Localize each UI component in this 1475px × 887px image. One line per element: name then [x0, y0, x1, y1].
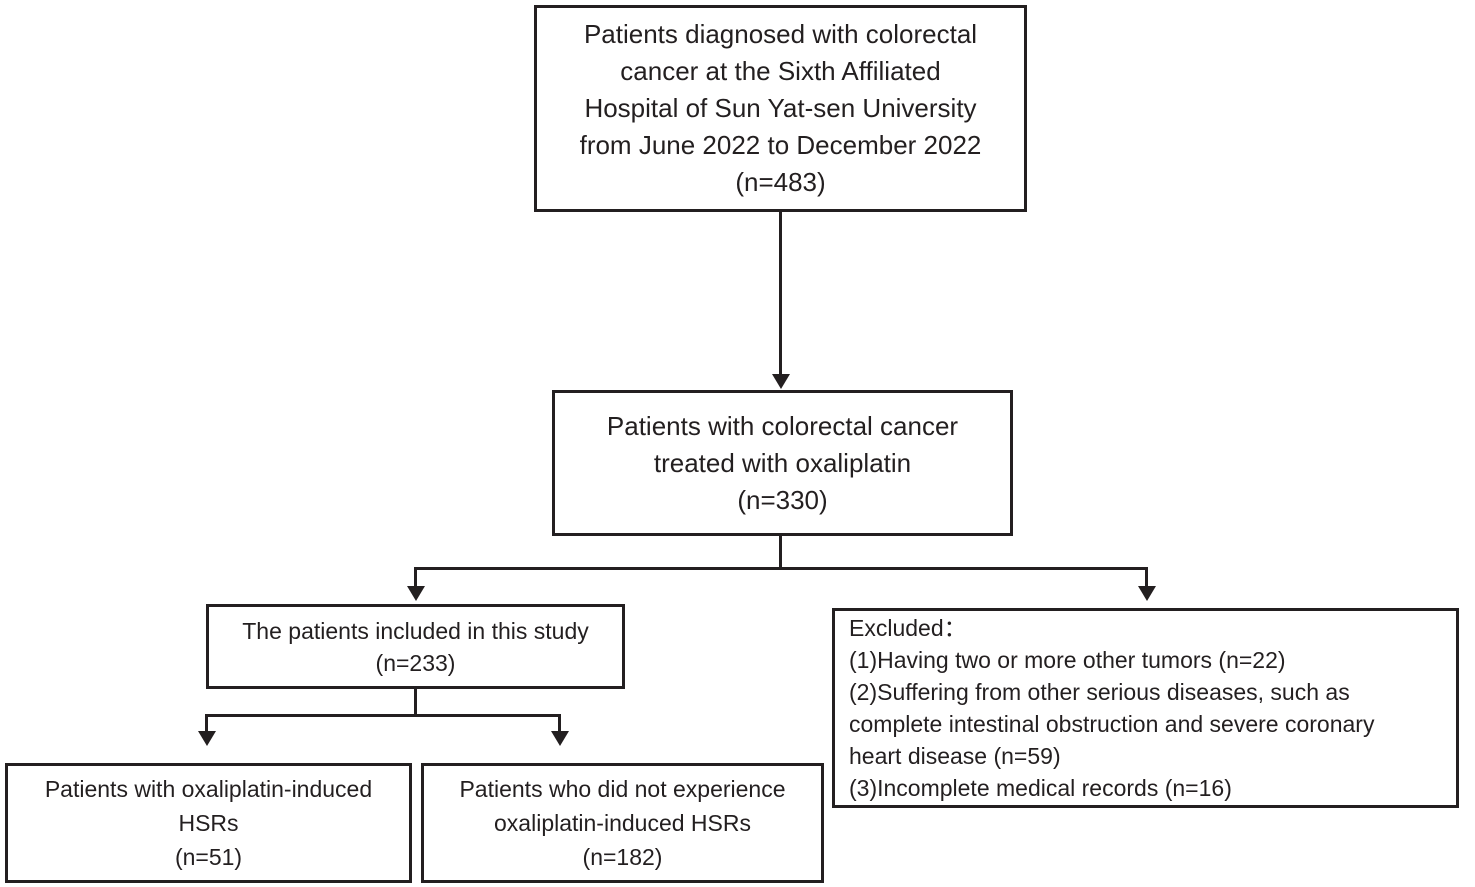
node-source-line-1: Patients diagnosed with colorectal	[583, 19, 978, 49]
node-excluded-reason-2a: (2)Suffering from other serious diseases…	[849, 679, 1350, 705]
node-excluded-reason-3: (3)Incomplete medical records (n=16)	[849, 775, 1232, 801]
node-treated-line-2: treated with oxaliplatin	[653, 447, 912, 478]
edge-included-to-hsr-yes-drop	[205, 714, 208, 734]
node-hsr-yes-count: (n=51)	[174, 844, 243, 870]
edge-included-to-hsr-yes-arrowhead-icon	[198, 731, 216, 746]
node-excluded-reason-2c: heart disease (n=59)	[849, 743, 1061, 769]
node-hsr-no-line-1: Patients who did not experience	[459, 776, 786, 802]
node-hsr-no-line-2: oxaliplatin-induced HSRs	[494, 810, 751, 836]
node-source-line-2: cancer at the Sixth Affiliated	[620, 56, 941, 86]
edge-treated-to-excluded-arrowhead-icon	[1138, 586, 1156, 601]
edge-source-to-treated-stem	[779, 212, 782, 376]
edge-treated-to-excluded-drop	[1145, 567, 1148, 589]
node-hsr-no-count: (n=182)	[582, 844, 663, 870]
edge-treated-split-bar	[414, 567, 1148, 570]
node-excluded-reason-1: (1)Having two or more other tumors (n=22…	[849, 647, 1286, 673]
node-included-in-study: The patients included in this study (n=2…	[206, 604, 625, 689]
node-source-line-3: Hospital of Sun Yat-sen University	[584, 93, 977, 123]
node-source-count: (n=483)	[735, 167, 826, 197]
edge-included-to-hsr-no-drop	[558, 714, 561, 734]
node-source-cohort: Patients diagnosed with colorectal cance…	[534, 5, 1027, 212]
edge-included-split-bar	[205, 714, 561, 717]
node-oxaliplatin-treated: Patients with colorectal cancer treated …	[552, 390, 1013, 536]
node-excluded-patients: Excluded： (1)Having two or more other tu…	[832, 608, 1459, 808]
edge-included-split-stem	[414, 689, 417, 717]
node-excluded-reason-2b: complete intestinal obstruction and seve…	[849, 711, 1375, 737]
node-included-count: (n=233)	[375, 649, 456, 676]
node-included-line-1: The patients included in this study	[242, 617, 589, 644]
edge-included-to-hsr-no-arrowhead-icon	[551, 731, 569, 746]
node-excluded-heading: Excluded：	[849, 615, 967, 641]
node-hsr-negative: Patients who did not experience oxalipla…	[421, 763, 824, 883]
node-source-line-4: from June 2022 to December 2022	[579, 130, 982, 160]
edge-source-to-treated-arrowhead-icon	[772, 374, 790, 389]
node-hsr-positive: Patients with oxaliplatin-induced HSRs (…	[5, 763, 412, 883]
node-hsr-yes-line-1: Patients with oxaliplatin-induced	[44, 776, 373, 802]
edge-treated-to-included-drop	[414, 567, 417, 589]
edge-treated-split-stem	[779, 536, 782, 569]
edge-treated-to-included-arrowhead-icon	[407, 586, 425, 601]
node-treated-count: (n=330)	[737, 484, 828, 515]
node-treated-line-1: Patients with colorectal cancer	[606, 410, 959, 441]
node-hsr-yes-line-2: HSRs	[178, 810, 239, 836]
